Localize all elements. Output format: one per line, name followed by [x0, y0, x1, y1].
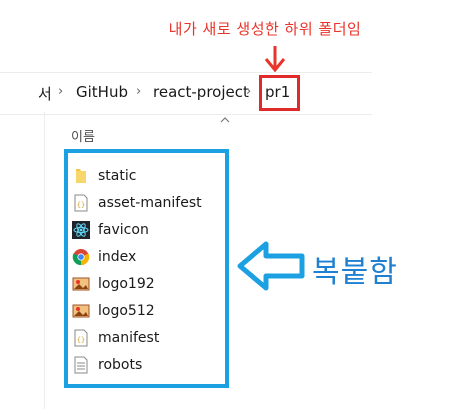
file-row-robots[interactable]: robots [72, 351, 222, 378]
file-name: asset-manifest [98, 194, 202, 211]
file-list: static {} asset-manifest favicon index l… [72, 162, 222, 378]
annotation-top-note: 내가 새로 생성한 하위 폴더임 [168, 20, 362, 38]
address-bar-bottom-border [0, 114, 372, 115]
json-file-icon: {} [72, 194, 90, 212]
file-row-logo512[interactable]: logo512 [72, 297, 222, 324]
breadcrumb-chevron-icon[interactable]: › [136, 84, 142, 99]
png-image-icon [72, 302, 90, 320]
file-row-logo192[interactable]: logo192 [72, 270, 222, 297]
folder-icon [72, 167, 90, 185]
highlight-box-pr1 [259, 75, 300, 111]
breadcrumb-item-github[interactable]: GitHub [76, 83, 128, 101]
column-header-name[interactable]: 이름 [71, 130, 95, 145]
file-row-manifest[interactable]: {} manifest [72, 324, 222, 351]
chrome-html-icon [72, 248, 90, 266]
breadcrumb-chevron-icon[interactable]: › [58, 84, 64, 99]
file-name: logo512 [98, 302, 155, 319]
breadcrumb-partial-item[interactable]: 서 [38, 85, 52, 103]
svg-text:{}: {} [77, 336, 85, 344]
file-row-index[interactable]: index [72, 243, 222, 270]
file-name: index [98, 248, 137, 265]
sort-ascending-icon[interactable] [219, 114, 231, 126]
json-file-icon: {} [72, 329, 90, 347]
breadcrumb-item-pr1[interactable]: pr1 [265, 83, 291, 101]
file-name: robots [98, 356, 143, 373]
file-name: favicon [98, 221, 149, 238]
red-arrow-icon [264, 46, 286, 73]
file-row-asset-manifest[interactable]: {} asset-manifest [72, 189, 222, 216]
address-bar-top-border [0, 72, 372, 73]
file-name: logo192 [98, 275, 155, 292]
png-image-icon [72, 275, 90, 293]
file-row-static[interactable]: static [72, 162, 222, 189]
react-favicon-icon [72, 220, 90, 239]
svg-text:{}: {} [77, 201, 85, 209]
navigation-pane-divider [44, 112, 45, 409]
annotation-side-note: 복붙함 [312, 255, 398, 290]
breadcrumb-item-react-project[interactable]: react-project [153, 83, 249, 101]
highlight-box-files [64, 149, 229, 388]
text-file-icon [72, 356, 90, 374]
blue-arrow-left-icon [237, 241, 305, 291]
file-row-favicon[interactable]: favicon [72, 216, 222, 243]
breadcrumb-chevron-icon[interactable]: › [246, 84, 252, 99]
breadcrumb: 서 › GitHub › react-project › pr1 [0, 73, 372, 113]
file-name: static [98, 167, 137, 184]
file-name: manifest [98, 329, 160, 346]
